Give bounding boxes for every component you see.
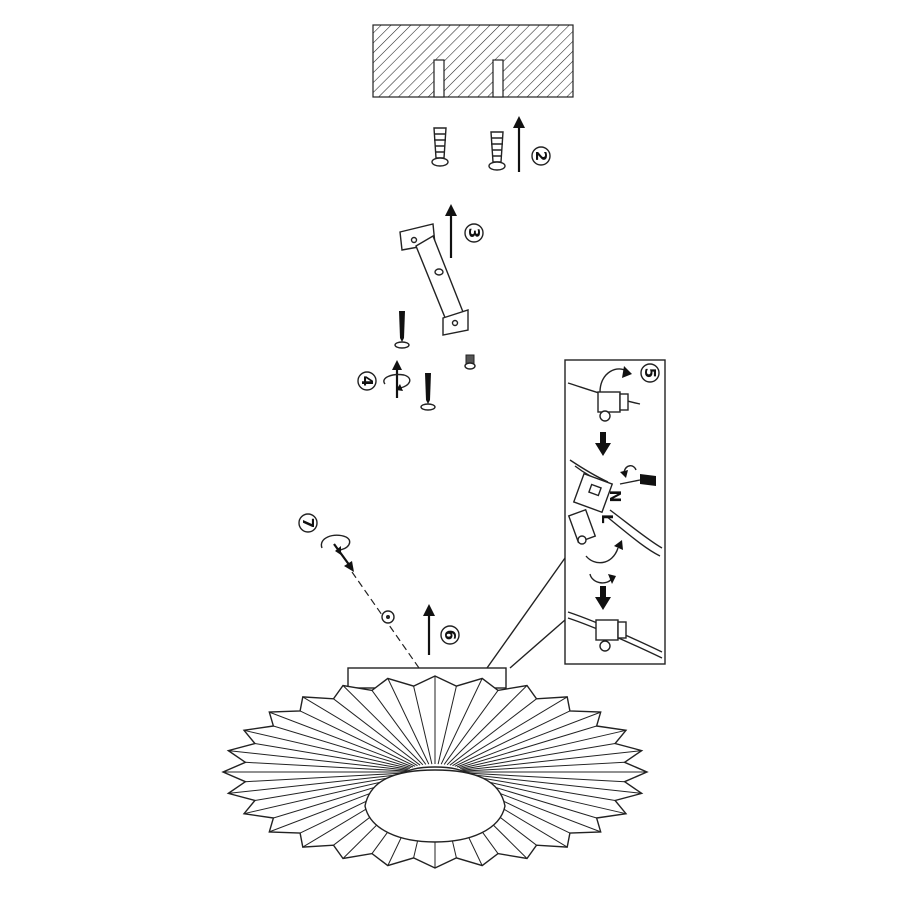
- shade-pleat: [371, 690, 427, 765]
- shade-pleat: [461, 774, 616, 801]
- shade-pleat: [462, 761, 625, 772]
- shade-pleat: [446, 685, 528, 766]
- screwdriver-icon: [619, 465, 656, 486]
- shade-pleat: [458, 725, 597, 769]
- shade-pleat: [228, 773, 408, 794]
- shade-pleat: [245, 772, 408, 783]
- wiring-detail-box: 5 N L: [564, 359, 666, 665]
- shade-pleat: [342, 685, 424, 766]
- rotate-arrow-icon: [320, 534, 354, 572]
- terminal-block-bottom-bracket: [567, 508, 597, 545]
- shade-pleat: [269, 711, 414, 768]
- rotate-arrow-icon: [383, 360, 411, 398]
- terminal-block-final: [567, 611, 663, 659]
- step-4-marker: 4: [357, 371, 377, 391]
- glass-diffuser: [364, 766, 506, 843]
- ceiling-block: [372, 24, 574, 98]
- wire-label-neutral: N: [606, 490, 624, 503]
- rotate-arrow-icon: [599, 366, 632, 393]
- shade-pleat: [460, 729, 627, 769]
- up-arrow-icon: [445, 204, 457, 258]
- detail-callout-lines: [486, 557, 566, 669]
- rotate-arrow-icon: [585, 540, 623, 564]
- wire-label-live: L: [598, 514, 616, 524]
- shade-pleat: [462, 750, 642, 771]
- up-arrow-icon: [513, 116, 525, 172]
- shade-pleat: [245, 761, 408, 772]
- shade-pleat: [462, 773, 642, 794]
- shade-pleat: [449, 698, 537, 766]
- shade-pleat: [452, 696, 568, 767]
- shade-pleat: [462, 772, 625, 783]
- terminal-block-middle: N L: [569, 459, 663, 557]
- step-3-marker: 3: [464, 223, 484, 243]
- screw-upper: [394, 311, 410, 349]
- down-arrow-icon: [595, 432, 611, 456]
- step-7-number: 7: [299, 518, 317, 528]
- shade-pleat: [302, 696, 418, 767]
- wall-plug-left: [431, 127, 449, 167]
- shade-pleat: [243, 729, 410, 769]
- shade-pleat: [299, 710, 416, 767]
- shade-pleat: [454, 710, 571, 767]
- shade-pleat: [456, 711, 601, 768]
- shade-pleat: [413, 685, 433, 765]
- shade-pleat: [228, 750, 408, 771]
- shade-pleat: [440, 678, 483, 765]
- step-3-number: 3: [465, 228, 483, 238]
- shade-pleat: [443, 690, 499, 765]
- shade-pleat: [461, 743, 616, 770]
- step-2-marker: 2: [531, 146, 551, 166]
- terminal-block-top: [567, 382, 641, 422]
- step-4-number: 4: [358, 376, 376, 386]
- screw-lower: [420, 373, 436, 411]
- shade-pleat: [254, 743, 409, 770]
- shade-pleat: [437, 685, 457, 765]
- mounting-bracket: [399, 223, 469, 336]
- shade-pleat: [254, 774, 409, 801]
- wall-plug-right: [488, 131, 506, 171]
- grub-screw: [464, 354, 476, 370]
- step-5b-rotate-marker: [589, 573, 616, 584]
- step-6-number: 6: [441, 630, 459, 640]
- shade-pleat: [387, 678, 430, 765]
- fixing-screw-path: [351, 571, 430, 682]
- shade-pleat: [273, 725, 412, 769]
- shade-pleat: [333, 698, 421, 766]
- step-5-number: 5: [641, 368, 659, 378]
- down-arrow-icon: [595, 586, 611, 610]
- step-2-number: 2: [532, 151, 550, 161]
- step-7-marker: 7: [298, 513, 318, 533]
- up-arrow-icon: [423, 604, 435, 655]
- step-6-marker: 6: [440, 625, 460, 645]
- step-5-marker: 5: [640, 363, 660, 383]
